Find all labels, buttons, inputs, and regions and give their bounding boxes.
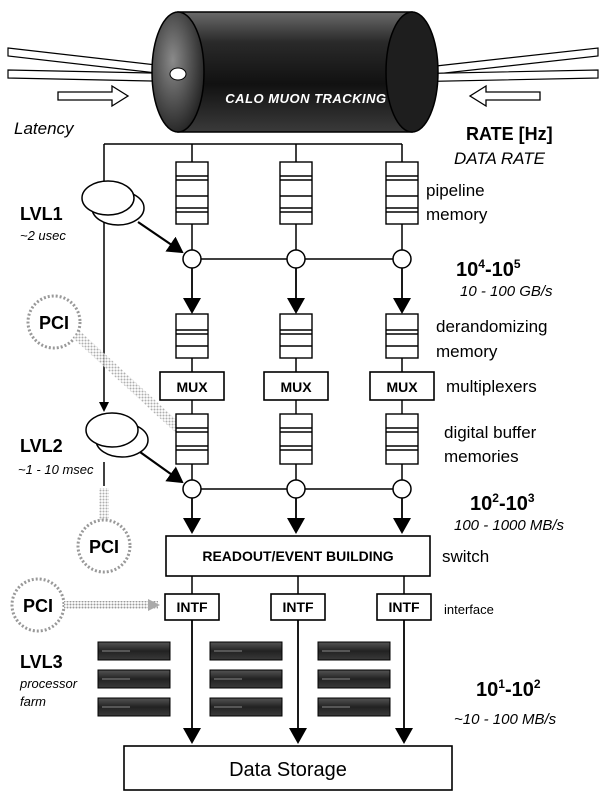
intf-label: INTF — [176, 599, 208, 615]
lvl2-data-rate: 100 - 1000 MB/s — [454, 517, 565, 534]
gate-node — [182, 249, 202, 269]
lvl1-data-rate: 10 - 100 GB/s — [460, 283, 553, 300]
pipeline-memory-column-2 — [279, 161, 313, 225]
detector-cylinder: CALO MUON TRACKING — [151, 11, 439, 133]
gate-node — [392, 249, 412, 269]
pci-node-3: PCI — [10, 577, 66, 633]
readout-label: READOUT/EVENT BUILDING — [202, 548, 393, 564]
mux-label: MUX — [386, 379, 418, 395]
data-storage-block: Data Storage — [123, 745, 453, 791]
derandomizing-memory-column-2 — [279, 313, 313, 359]
derandomizing-label-line1: derandomizing — [436, 317, 548, 336]
pipeline-memory-column-1 — [175, 161, 209, 225]
gate-node — [392, 479, 412, 499]
storage-arrows — [183, 620, 413, 744]
intf-block-1: INTF — [164, 576, 220, 621]
readout-event-building-block: READOUT/EVENT BUILDING — [165, 535, 431, 577]
derandomizing-memory-column-3 — [385, 313, 419, 359]
intf-block-3: INTF — [376, 576, 432, 621]
rate-header: RATE [Hz] — [466, 124, 553, 144]
mux-block-3: MUX — [369, 358, 435, 401]
interface-label: interface — [444, 602, 494, 617]
digital-buffer-label-line2: memories — [444, 447, 519, 466]
gate-node — [286, 249, 306, 269]
processor-farm-2 — [209, 641, 283, 717]
detector-label: CALO MUON TRACKING — [225, 91, 386, 106]
processor-farm-1 — [97, 641, 171, 717]
lvl1-rate: 104-105 — [456, 257, 521, 281]
lvl2-latency: ~1 - 10 msec — [18, 462, 94, 477]
multiplexers-label: multiplexers — [446, 377, 537, 396]
lvl2-rate: 102-103 — [470, 491, 535, 515]
digital-buffer-label-line1: digital buffer — [444, 423, 537, 442]
gate-node — [286, 479, 306, 499]
mux-label: MUX — [280, 379, 312, 395]
lvl2-trigger-icon — [85, 412, 149, 458]
lvl3-data-rate: ~10 - 100 MB/s — [454, 711, 557, 728]
lvl1-decision-arrow — [137, 221, 184, 254]
lvl2-title: LVL2 — [20, 436, 63, 456]
lvl3-rate: 101-102 — [476, 677, 541, 701]
intf-block-2: INTF — [270, 576, 326, 621]
pci-label: PCI — [89, 537, 119, 557]
switch-label: switch — [442, 547, 489, 566]
digital-buffer-column-2 — [279, 400, 313, 465]
pipeline-label-line2: memory — [426, 205, 488, 224]
data-rate-header: DATA RATE — [454, 149, 546, 168]
pipeline-memory-column-3 — [385, 161, 419, 225]
latency-label: Latency — [14, 119, 75, 138]
pipeline-label-line1: pipeline — [426, 181, 485, 200]
intf-label: INTF — [282, 599, 314, 615]
pci-node-1: PCI — [26, 294, 82, 350]
lvl2-decision-arrow — [139, 451, 184, 484]
lvl3-label-line2: farm — [20, 694, 46, 709]
data-storage-label: Data Storage — [229, 759, 347, 781]
lvl1-latency: ~2 usec — [20, 228, 66, 243]
pci-label: PCI — [39, 313, 69, 333]
derandomizing-memory-column-1 — [175, 313, 209, 359]
lvl1-gate-row — [182, 224, 412, 314]
mux-block-1: MUX — [159, 358, 225, 401]
derandomizing-label-line2: memory — [436, 342, 498, 361]
mux-block-2: MUX — [263, 358, 329, 401]
processor-farm-3 — [317, 641, 391, 717]
pci-node-2: PCI — [76, 518, 132, 574]
pci-label: PCI — [23, 596, 53, 616]
digital-buffer-column-1 — [175, 400, 209, 465]
beam-direction-arrow-left — [57, 84, 130, 108]
signal-bus-lines — [99, 143, 403, 486]
pci-1-connector — [72, 330, 184, 434]
mux-label: MUX — [176, 379, 208, 395]
intf-label: INTF — [388, 599, 420, 615]
gate-node — [182, 479, 202, 499]
beam-direction-arrow-right — [468, 84, 541, 108]
lvl1-title: LVL1 — [20, 204, 63, 224]
digital-buffer-column-3 — [385, 400, 419, 465]
lvl2-gate-row — [182, 464, 412, 534]
lvl3-title: LVL3 — [20, 652, 63, 672]
lvl3-label-line1: processor — [19, 676, 78, 691]
lvl1-trigger-icon — [81, 180, 145, 226]
